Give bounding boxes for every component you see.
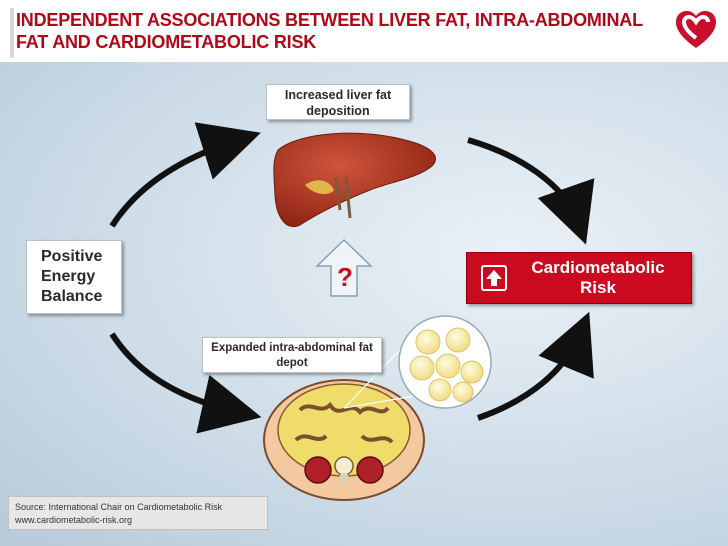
header-accent-bar (10, 8, 14, 58)
energy-balance-label: Positive Energy Balance (41, 248, 103, 305)
abdomen-illustration (263, 379, 425, 501)
zoom-line-2 (343, 394, 421, 409)
heart-logo-icon (676, 11, 716, 48)
cardiometabolic-risk-box: Cardiometabolic Risk (466, 252, 692, 304)
zoom-line-1 (343, 344, 406, 409)
cardiometabolic-risk-label: Cardiometabolic Risk (531, 258, 665, 297)
up-arrow-icon (481, 265, 507, 291)
liver-illustration (273, 132, 437, 228)
arrow-energy-to-liver (109, 122, 261, 228)
header: INDEPENDENT ASSOCIATIONS BETWEEN LIVER F… (0, 0, 728, 62)
fat-cells-illustration (398, 315, 492, 409)
energy-balance-box: Positive Energy Balance (26, 240, 122, 314)
abdominal-fat-label: Expanded intra-abdominal fat depot (202, 337, 382, 373)
source-note: Source: International Chair on Cardiomet… (8, 496, 268, 530)
liver-fat-label: Increased liver fat deposition (266, 84, 410, 120)
up-arrow-outline (315, 238, 373, 297)
arrow-energy-to-fat (109, 332, 262, 434)
question-mark: ? (337, 262, 353, 292)
source-line: Source: International Chair on Cardiomet… (15, 502, 223, 512)
source-url: www.cardiometabolic-risk.org (15, 515, 133, 525)
page-title: INDEPENDENT ASSOCIATIONS BETWEEN LIVER F… (16, 10, 643, 52)
arrow-fat-to-risk (477, 311, 594, 421)
arrow-liver-to-risk (467, 137, 595, 245)
